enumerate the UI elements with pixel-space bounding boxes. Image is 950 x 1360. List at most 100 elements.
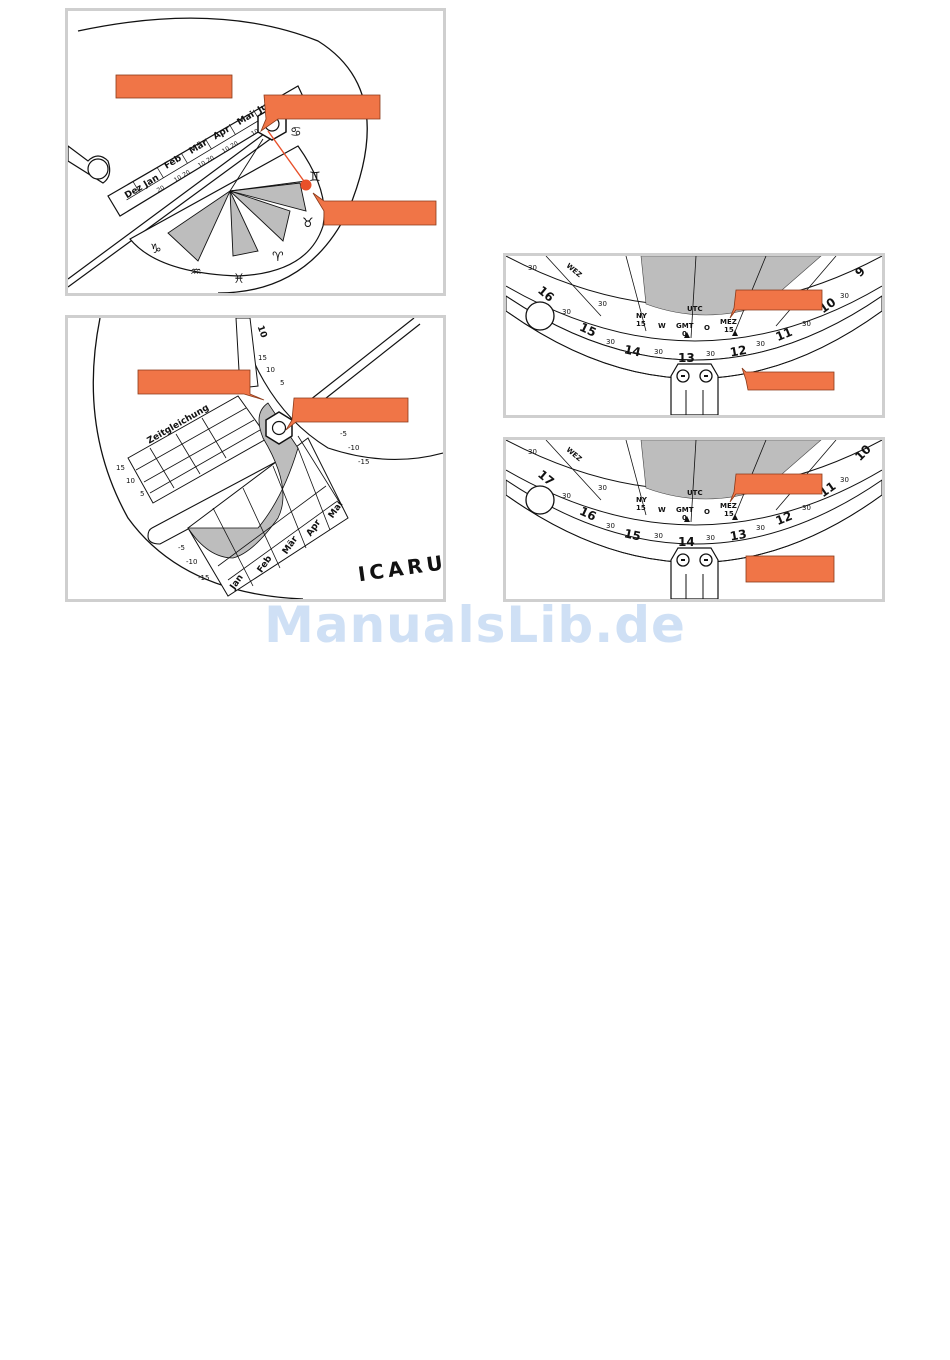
date-scale-drawing: Dez Jan Feb Mär Apr Mai Jun 20 10 20 10 …: [68, 17, 437, 293]
svg-text:10: 10: [266, 366, 275, 374]
svg-text:-10: -10: [348, 444, 359, 452]
pisces-icon: ♓: [233, 272, 245, 287]
svg-text:20: 20: [229, 140, 239, 150]
svg-text:WEZ: WEZ: [565, 262, 584, 279]
svg-text:10: 10: [126, 477, 135, 485]
aquarius-icon: ♒: [190, 265, 202, 280]
figure-date-scale: Dez Jan Feb Mär Apr Mai Jun 20 10 20 10 …: [65, 8, 446, 296]
figure-equation-of-time: 10 Zeitgleichung 15 10 5 15 10 5 Jan Feb…: [65, 315, 446, 602]
figure-time-zone-a: UTC GMT 0 W O MEZ 15 NY 15 WEZ 16 15 14 …: [503, 253, 885, 418]
svg-text:10: 10: [197, 160, 207, 170]
svg-text:30: 30: [802, 504, 811, 512]
svg-text:20: 20: [156, 184, 166, 194]
gemini-icon: ♊: [309, 170, 321, 185]
svg-text:30: 30: [562, 492, 571, 500]
taurus-icon: ♉: [302, 216, 314, 231]
callout-6: [729, 289, 823, 319]
svg-text:15: 15: [636, 504, 646, 512]
hour-14: 14: [623, 342, 642, 359]
svg-text:UTC: UTC: [687, 305, 703, 313]
svg-text:5: 5: [280, 379, 284, 387]
hour-10b: 10: [852, 442, 874, 464]
svg-text:5: 5: [140, 490, 144, 498]
svg-text:GMT: GMT: [676, 322, 694, 330]
zodiac-window: [129, 145, 325, 277]
svg-text:-15: -15: [358, 458, 369, 466]
svg-text:W: W: [658, 506, 666, 514]
knob-circle-b: [525, 485, 555, 515]
svg-text:30: 30: [528, 264, 537, 272]
svg-text:10: 10: [255, 324, 269, 339]
hour-17: 17: [535, 467, 557, 488]
callout-7: [741, 367, 835, 391]
svg-text:20: 20: [205, 154, 215, 164]
svg-text:30: 30: [562, 308, 571, 316]
svg-text:30: 30: [606, 522, 615, 530]
callout-3: [312, 192, 437, 226]
callout-1: [115, 74, 233, 99]
svg-text:10: 10: [221, 145, 231, 155]
svg-text:30: 30: [598, 484, 607, 492]
svg-text:15: 15: [258, 354, 267, 362]
capricorn-icon: ♑: [150, 242, 162, 257]
hour-11: 11: [774, 325, 795, 344]
svg-text:10: 10: [250, 128, 260, 138]
figure-time-zone-b: UTC GMT 0 W O MEZ 15 NY 15 WEZ 17 16 15 …: [503, 437, 885, 602]
hour-12: 12: [729, 343, 748, 360]
svg-text:MEZ: MEZ: [720, 502, 737, 510]
callout-5: [285, 397, 409, 431]
svg-text:NY: NY: [636, 312, 648, 320]
position-marker: [300, 179, 312, 191]
svg-text:10: 10: [173, 174, 183, 184]
callout-2: [260, 94, 381, 133]
hour-12b: 12: [774, 509, 795, 528]
svg-text:15: 15: [724, 510, 734, 518]
svg-text:30: 30: [706, 534, 715, 542]
hour-13b: 13: [729, 527, 748, 544]
svg-text:W: W: [658, 322, 666, 330]
svg-text:15: 15: [636, 320, 646, 328]
svg-text:GMT: GMT: [676, 506, 694, 514]
callout-9: [745, 555, 835, 583]
svg-text:0: 0: [682, 330, 687, 338]
svg-text:UTC: UTC: [687, 489, 703, 497]
aries-icon: ♈: [272, 250, 284, 265]
svg-text:-10: -10: [186, 558, 197, 566]
svg-text:20: 20: [181, 169, 191, 179]
time-zone-drawing-b: UTC GMT 0 W O MEZ 15 NY 15 WEZ 17 16 15 …: [506, 440, 882, 599]
svg-text:O: O: [704, 324, 710, 332]
svg-text:O: O: [704, 508, 710, 516]
hour-15: 15: [577, 320, 598, 340]
knob-circle: [525, 301, 555, 331]
svg-text:30: 30: [606, 338, 615, 346]
svg-text:30: 30: [756, 524, 765, 532]
brand-text: ICARU: [356, 550, 443, 586]
time-zone-drawing-a: UTC GMT 0 W O MEZ 15 NY 15 WEZ 16 15 14 …: [506, 256, 882, 415]
svg-text:-5: -5: [340, 430, 347, 438]
svg-text:-5: -5: [178, 544, 185, 552]
svg-text:30: 30: [528, 448, 537, 456]
equation-curve: [187, 402, 299, 559]
svg-text:30: 30: [840, 292, 849, 300]
svg-text:30: 30: [654, 348, 663, 356]
callout-4: [137, 369, 265, 401]
svg-text:0: 0: [682, 514, 687, 522]
equation-drawing: 10 Zeitgleichung 15 10 5 15 10 5 Jan Feb…: [92, 318, 443, 599]
hour-14b: 14: [678, 535, 695, 549]
callout-8: [729, 473, 823, 503]
svg-text:15: 15: [724, 326, 734, 334]
svg-text:-15: -15: [198, 574, 209, 582]
svg-text:30: 30: [840, 476, 849, 484]
svg-text:30: 30: [654, 532, 663, 540]
svg-text:WEZ: WEZ: [565, 446, 584, 463]
hour-13: 13: [678, 351, 695, 365]
hour-16b: 16: [577, 504, 598, 524]
svg-text:30: 30: [756, 340, 765, 348]
hour-16: 16: [535, 283, 557, 304]
svg-text:15: 15: [116, 464, 125, 472]
hour-9: 9: [852, 264, 868, 280]
svg-text:30: 30: [706, 350, 715, 358]
watermark: ManualsLib.de: [264, 596, 686, 654]
svg-text:MEZ: MEZ: [720, 318, 737, 326]
svg-text:30: 30: [598, 300, 607, 308]
